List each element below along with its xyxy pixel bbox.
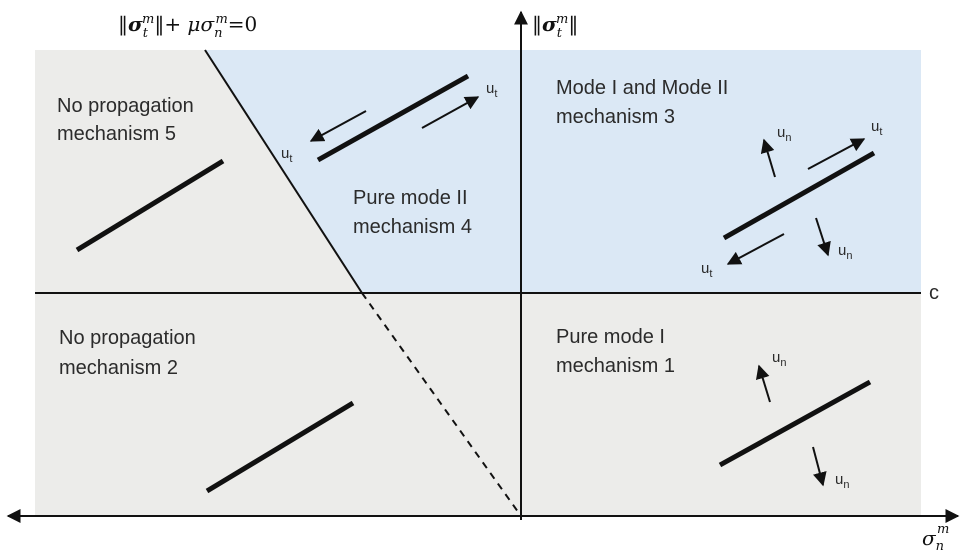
ut-label-m4-left: ut: [281, 145, 292, 165]
arrow-ut-m3-lower: [726, 233, 785, 265]
mechanism-3-label: Mode I and Mode II mechanism 3: [556, 77, 734, 128]
un-label-m3-down: un: [838, 242, 852, 262]
crack-mechanism-3: [722, 150, 876, 241]
c-label: c: [929, 282, 939, 304]
criterion-label: ‖σtm‖+ μσnm=0: [118, 12, 257, 41]
crack-mechanism-1: [718, 379, 872, 468]
arrow-un-m1-down: [812, 446, 827, 487]
un-label-m3-up: un: [777, 124, 791, 144]
ut-label-m3-lower: ut: [701, 260, 712, 280]
arrow-ut-m4-upper: [421, 96, 480, 129]
mechanism-5-label: No propagation mechanism 5: [57, 95, 199, 145]
region-lower-grey: [35, 293, 921, 516]
criterion-line: [204, 49, 363, 294]
ut-label-m3-upper: ut: [871, 118, 882, 138]
crack-mechanism-4: [316, 73, 470, 163]
x-axis-label: σnm: [922, 522, 949, 553]
mechanism-2-label: No propagation mechanism 2: [59, 327, 201, 379]
region-shear-blue: [205, 50, 921, 293]
arrow-ut-m4-lower: [309, 110, 367, 142]
region-mechanism-5-grey: [35, 50, 362, 293]
ut-label-m4-right: ut: [486, 80, 497, 100]
arrow-un-m3-up: [760, 138, 776, 178]
arrow-un-m1-up: [755, 364, 771, 403]
crack-mechanism-2: [205, 400, 355, 494]
y-axis-label: ‖σtm‖: [532, 12, 578, 41]
mechanism-1-label: Pure mode I mechanism 1: [556, 326, 675, 377]
arrow-un-m3-down: [815, 217, 831, 257]
un-label-m1-down: un: [835, 471, 849, 491]
un-label-m1-up: un: [772, 349, 786, 369]
mechanism-4-label: Pure mode II mechanism 4: [353, 187, 473, 238]
arrow-ut-m3-upper: [807, 138, 866, 170]
criterion-line-dashed: [361, 292, 522, 517]
crack-mechanism-5: [75, 158, 225, 253]
